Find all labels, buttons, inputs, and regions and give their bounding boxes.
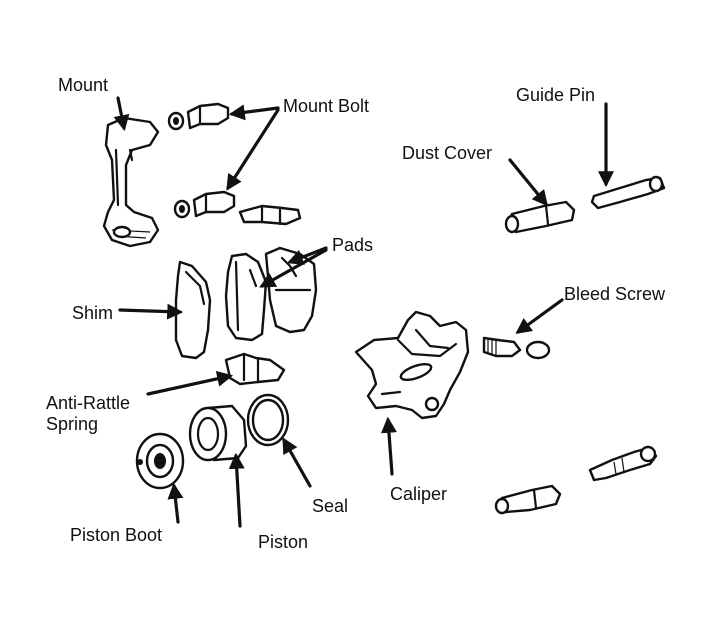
label-caliper: Caliper <box>390 484 447 504</box>
arrow-dust-cover <box>508 158 549 207</box>
mount-part <box>102 116 160 248</box>
anti-rattle-spring-part <box>224 352 286 386</box>
arrow-pads-outer <box>287 246 328 265</box>
arrow-piston <box>228 452 245 528</box>
label-guide-pin: Guide Pin <box>516 85 595 105</box>
arrow-caliper <box>380 416 397 476</box>
label-spring: Spring <box>46 414 98 434</box>
guide-pin-lower-part <box>588 445 658 482</box>
piston-boot-part <box>135 432 185 490</box>
leader-arrows <box>113 96 614 528</box>
guide-pin-upper-part <box>590 175 666 210</box>
label-piston-boot: Piston Boot <box>70 525 162 545</box>
label-anti-rattle: Anti-Rattle <box>46 393 130 413</box>
shim-part <box>174 260 212 360</box>
dust-cover-part <box>504 200 576 234</box>
label-piston: Piston <box>258 532 308 552</box>
label-mount: Mount <box>58 75 108 95</box>
dust-cover-lower-part <box>494 484 562 515</box>
arrow-mount-bolt-upper <box>228 104 280 121</box>
label-dust-cover: Dust Cover <box>402 143 492 163</box>
mount-bolt-lower-part <box>173 190 236 219</box>
bleed-screw-part <box>482 336 551 360</box>
arrow-piston-boot <box>167 482 184 524</box>
label-seal: Seal <box>312 496 348 516</box>
pad-inner-part <box>224 252 268 342</box>
clip-part <box>238 204 302 226</box>
arrow-seal <box>282 437 312 488</box>
label-bleed-screw: Bleed Screw <box>564 284 666 304</box>
arrow-shim <box>118 303 184 320</box>
mount-bolt-upper-part <box>167 102 230 131</box>
seal-part <box>246 393 290 447</box>
label-mount-bolt: Mount Bolt <box>283 96 369 116</box>
arrow-pads-inner <box>259 248 328 288</box>
caliper-part <box>354 310 470 420</box>
arrow-bleed-screw <box>515 298 564 334</box>
label-shim: Shim <box>72 303 113 323</box>
arrow-mount <box>113 96 130 132</box>
piston-part <box>188 404 248 462</box>
arrow-mount-bolt-lower <box>226 108 280 191</box>
label-pads: Pads <box>332 235 373 255</box>
arrow-anti-rattle <box>146 370 234 396</box>
